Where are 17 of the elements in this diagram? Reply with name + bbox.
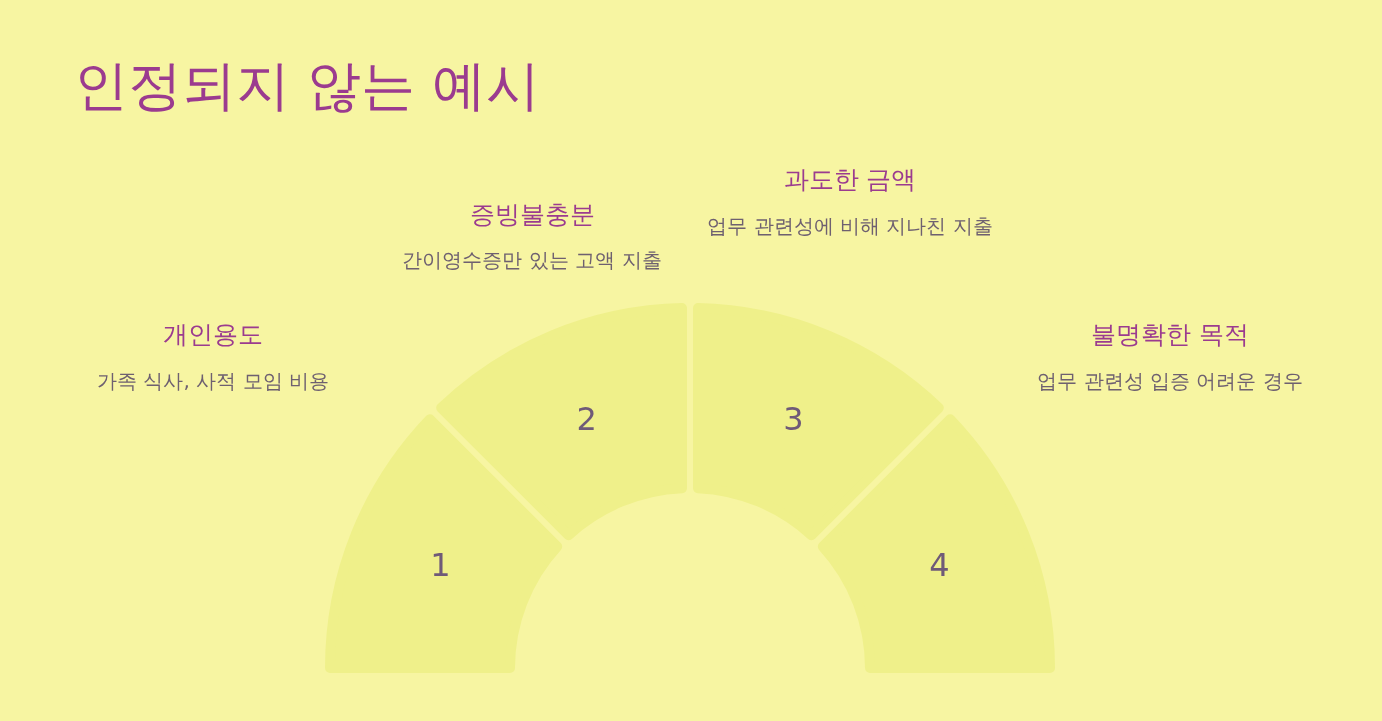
category-description: 업무 관련성에 비해 지나친 지출 [706,213,994,240]
category-description: 간이영수증만 있는 고액 지출 [401,247,663,274]
category-heading: 과도한 금액 [783,164,917,196]
category-heading: 증빙불충분 [469,199,595,231]
segment-number: 4 [929,545,950,584]
title: 인정되지 않는 예시 [74,53,541,119]
segment-number: 2 [576,399,597,438]
category-heading: 불명확한 목적 [1091,319,1249,351]
segment-number: 1 [430,545,451,584]
category-description: 가족 식사, 사적 모임 비용 [96,368,330,395]
ring-segment [817,414,1055,673]
category-heading: 개인용도 [163,319,263,351]
ring-segment [436,303,687,541]
category-description: 업무 관련성 입증 어려운 경우 [1036,368,1304,395]
ring-segment [693,303,944,541]
ring-segment [325,414,563,673]
segment-number: 3 [783,399,804,438]
